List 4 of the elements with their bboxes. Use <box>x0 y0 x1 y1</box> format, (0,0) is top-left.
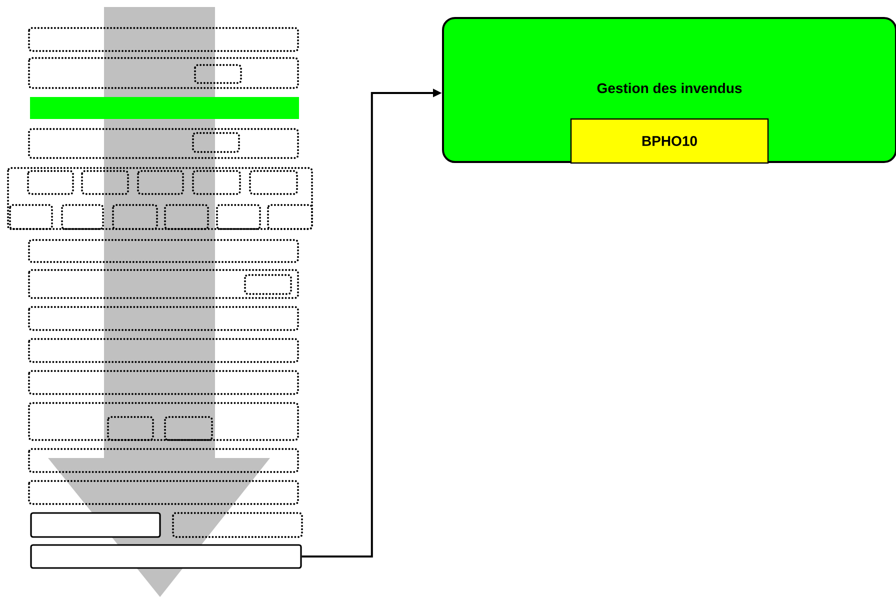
box-title: Gestion des invendus <box>597 82 742 94</box>
code-box <box>570 118 769 164</box>
code-label: BPHO10 <box>642 136 697 146</box>
form-field-bar <box>30 544 302 569</box>
